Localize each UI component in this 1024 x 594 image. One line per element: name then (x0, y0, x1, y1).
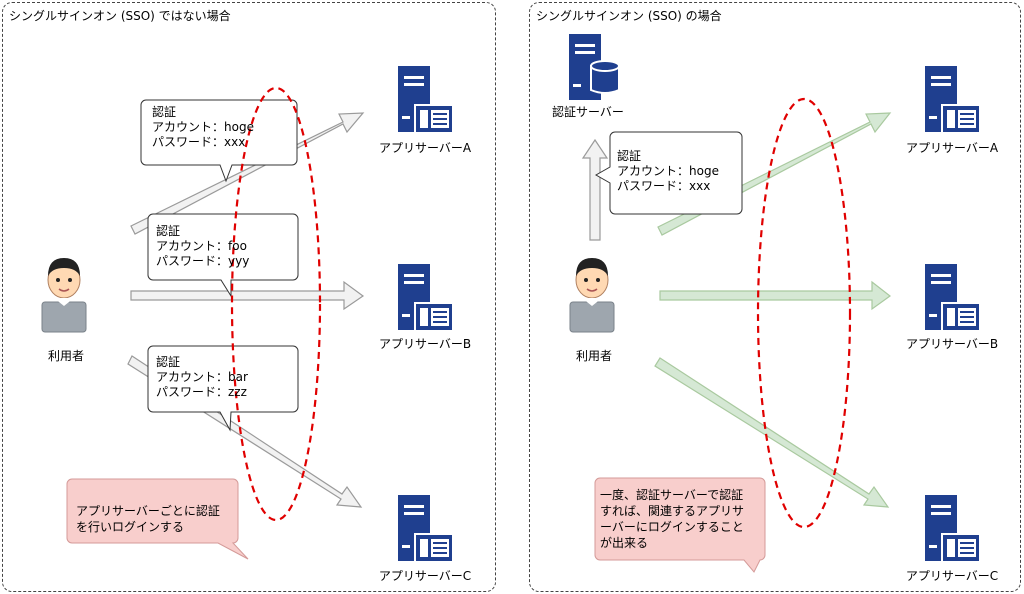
note-line: すれば、関連するアプリサ (600, 504, 745, 518)
server-c-icon (925, 495, 981, 563)
server-b-label: アプリサーバーB (378, 337, 472, 351)
server-a-icon (925, 66, 981, 134)
note-line: が出来る (600, 536, 649, 550)
bubble-foo-text: 認証 アカウント：foo パスワード：yyy (156, 224, 249, 269)
auth-server-label: 認証サーバー (552, 105, 624, 119)
server-c-label: アプリサーバーC (905, 569, 999, 583)
note-left (66, 478, 249, 560)
server-c-icon (398, 495, 454, 563)
note-line: ーバーにログインすること (600, 520, 744, 534)
bubble-account: アカウント：hoge (152, 120, 254, 134)
bubble-password: パスワード：zzz (156, 385, 247, 399)
user-icon (569, 257, 615, 333)
arrow-user-to-server-b (130, 280, 365, 311)
arrow-sso-to-server-b (659, 280, 892, 311)
note-line: を行いログインする (76, 520, 185, 534)
auth-bubble-sso (594, 131, 743, 215)
server-b-label: アプリサーバーB (905, 337, 999, 351)
auth-bubble-foo (147, 213, 299, 298)
bubble-hoge-text: 認証 アカウント：hoge パスワード：xxx (152, 105, 254, 150)
bubble-password: パスワード：xxx (617, 179, 711, 193)
panel-non-sso: シングルサインオン (SSO) ではない場合 (2, 2, 496, 592)
user-label: 利用者 (47, 349, 84, 363)
auth-server-icon (568, 33, 620, 101)
bubble-title: 認証 (152, 105, 177, 119)
server-a-icon (398, 66, 454, 134)
panel-title: シングルサインオン (SSO) ではない場合 (9, 9, 231, 23)
user-icon (41, 257, 87, 333)
note-right (594, 477, 766, 573)
arrow-sso-to-server-c (654, 357, 890, 508)
auth-bubble-bar (147, 345, 299, 432)
bubble-sso-text: 認証 アカウント：hoge パスワード：xxx (617, 149, 719, 194)
bubble-title: 認証 (156, 355, 181, 369)
dashed-highlight-left (230, 86, 322, 522)
note-line: アプリサーバーごとに認証 (76, 504, 220, 518)
server-c-label: アプリサーバーC (378, 569, 472, 583)
bubble-password: パスワード：yyy (156, 254, 250, 268)
server-a-label: アプリサーバーA (378, 141, 472, 155)
bubble-account: アカウント：hoge (617, 164, 719, 178)
note-right-text: 一度、認証サーバーで認証 すれば、関連するアプリサ ーバーにログインすること が… (600, 487, 765, 551)
bubble-account: アカウント：bar (156, 370, 248, 384)
dashed-highlight-right (756, 97, 852, 529)
server-b-icon (398, 264, 454, 332)
bubble-bar-text: 認証 アカウント：bar パスワード：zzz (156, 355, 248, 400)
note-left-text: アプリサーバーごとに認証 を行いログインする (76, 503, 236, 535)
bubble-title: 認証 (617, 149, 642, 163)
note-line: 一度、認証サーバーで認証 (600, 488, 744, 502)
server-a-label: アプリサーバーA (905, 141, 999, 155)
bubble-account: アカウント：foo (156, 239, 247, 253)
bubble-title: 認証 (156, 224, 181, 238)
server-b-icon (925, 264, 981, 332)
bubble-password: パスワード：xxx (152, 135, 246, 149)
panel-sso: シングルサインオン (SSO) の場合 (529, 2, 1021, 592)
user-label: 利用者 (575, 349, 612, 363)
panel-title: シングルサインオン (SSO) の場合 (536, 9, 722, 23)
arrow-user-to-auth-server (581, 138, 609, 241)
auth-bubble-hoge (140, 99, 298, 183)
